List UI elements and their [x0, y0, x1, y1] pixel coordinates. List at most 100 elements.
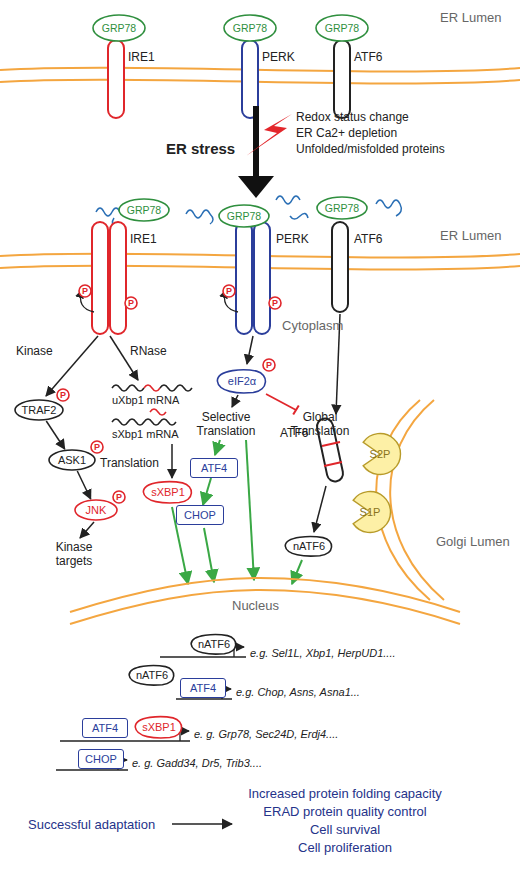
flow-arrow: [80, 522, 94, 538]
stress-cause: Redox status change: [296, 110, 409, 124]
node-shape: [353, 492, 390, 533]
mrna-label: uXbp1 mRNA: [112, 394, 179, 407]
target-genes: e. g. Gadd34, Dr5, Trib3....: [132, 757, 262, 770]
golgi-membrane: [390, 400, 444, 600]
node-shape: [263, 359, 275, 371]
node-text: GRP78: [325, 22, 359, 34]
activation-arrow: [204, 528, 214, 582]
node-text: nATF6: [293, 540, 325, 552]
node-text: GRP78: [127, 204, 161, 216]
target-genes: e.g. Chop, Asns, Asna1...: [236, 686, 360, 699]
node-text: P: [128, 298, 134, 308]
ire1-monomer: [110, 222, 126, 334]
node-shape: [125, 297, 137, 309]
node-text: ATF4: [92, 722, 118, 734]
outcome-label: Successful adaptation: [28, 817, 155, 833]
mrna-strand: [160, 385, 192, 391]
target-genes: e.g. Sel1L, Xbp1, HerpUD1....: [250, 647, 396, 660]
protein-node: eIF2α: [214, 368, 270, 394]
outcome-arrow: [172, 823, 232, 825]
protein-box: CHOP: [176, 505, 224, 525]
protein-node: P: [90, 440, 104, 454]
protein-node: P: [268, 296, 282, 310]
outcome-item: Increased protein folding capacity: [225, 786, 465, 802]
sensor-label: PERK: [262, 50, 295, 64]
node-shape: [135, 717, 181, 738]
nuclear-envelope: [70, 590, 460, 624]
signal-arrow: [77, 471, 90, 499]
node-text: S1P: [360, 506, 381, 518]
node-text: P: [226, 286, 232, 296]
protein-node: nATF6: [126, 664, 178, 686]
region-label: Golgi Lumen: [436, 534, 510, 550]
node-text: ASK1: [58, 454, 86, 466]
er-membrane: [0, 68, 520, 72]
protein-label: ATF6: [280, 426, 308, 440]
atf6-sensor: [334, 40, 350, 118]
protein-node: nATF6: [282, 535, 336, 557]
protein-node: GRP78: [223, 14, 277, 42]
signal-arrow: [203, 478, 211, 505]
flow-arrow: [314, 486, 326, 532]
node-shape: [57, 389, 69, 401]
region-label: Cytoplasm: [282, 318, 343, 334]
protein-node: P: [56, 388, 70, 402]
activation-arrow: [215, 440, 220, 455]
activity-label: RNase: [130, 344, 167, 358]
mrna-strand: [112, 419, 176, 425]
target-genes: e. g. Grp78, Sec24D, Erdj4....: [194, 728, 338, 741]
region-label: ER Lumen: [440, 228, 501, 244]
node-shape: [91, 441, 103, 453]
stress-cause: Unfolded/misfolded proteins: [296, 142, 445, 156]
node-shape: [363, 434, 400, 475]
protein-node: GRP78: [118, 198, 170, 222]
protein-node: P: [124, 296, 138, 310]
protease-node: S2P: [358, 432, 402, 476]
protein-node: nATF6: [188, 633, 240, 655]
protein-node: P: [222, 284, 236, 298]
node-shape: [79, 285, 91, 297]
node-shape: [219, 205, 269, 227]
atf6-protein: [332, 222, 348, 312]
flow-arrow: [247, 336, 253, 364]
node-text: TRAF2: [22, 404, 57, 416]
sensor-label: PERK: [276, 232, 309, 246]
node-shape: [15, 400, 63, 420]
dna-line: [176, 698, 232, 700]
node-shape: [217, 370, 265, 393]
process-label: ER stress: [166, 140, 235, 158]
node-text: GRP78: [325, 202, 359, 214]
protein-node: sXBP1: [132, 715, 186, 739]
node-text: CHOP: [85, 753, 117, 765]
dna-line: [60, 740, 190, 742]
node-text: GRP78: [233, 22, 267, 34]
node-shape: [129, 666, 174, 686]
node-text: ATF4: [201, 462, 227, 474]
protein-node: GRP78: [316, 196, 368, 220]
node-text: eIF2α: [228, 375, 256, 387]
perk-monomer: [236, 222, 252, 334]
dna-line: [56, 769, 128, 771]
node-text: CHOP: [184, 509, 216, 521]
node-text: sXBP1: [151, 486, 185, 498]
node-shape: [223, 285, 235, 297]
node-text: P: [60, 390, 66, 400]
node-text: nATF6: [198, 638, 230, 650]
protein-node: P: [262, 358, 276, 372]
ire1-monomer: [92, 222, 108, 334]
flow-arrow: [110, 336, 138, 380]
protein-node: sXBP1: [140, 480, 196, 504]
node-shape: [285, 537, 331, 557]
node-shape: [93, 15, 145, 41]
signal-arrow: [46, 421, 64, 449]
protein-node: TRAF2: [14, 399, 64, 421]
sensor-label: ATF6: [354, 50, 382, 64]
process-label: Selective Translation: [187, 410, 265, 438]
region-label: ER Lumen: [440, 10, 501, 26]
protein-node: P: [112, 490, 126, 504]
protease-node: S1P: [348, 490, 392, 534]
flow-arrow: [171, 444, 173, 478]
node-shape: [143, 482, 191, 503]
region-label: Nucleus: [232, 598, 279, 614]
